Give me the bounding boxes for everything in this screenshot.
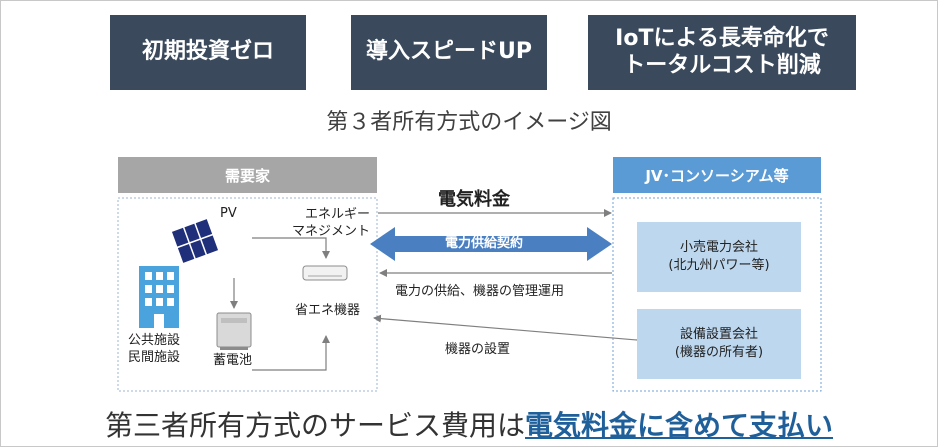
bottom-message: 第三者所有方式のサービス費用は電気料金に含めて支払い: [104, 409, 834, 442]
provider-boundary: [612, 197, 822, 392]
contract-arrow: [370, 227, 612, 261]
supply-label: 電力の供給、機器の管理運用: [395, 284, 565, 299]
consumer-header: 需要家: [118, 157, 377, 193]
efficient-equipment-label: 省エネ機器: [295, 303, 361, 318]
installer-box: 設備設置会社 (機器の所有者): [637, 309, 801, 379]
pv-label: PV: [220, 206, 237, 221]
solar-panel-icon: [170, 217, 220, 265]
bottom-highlight: 電気料金に含めて支払い: [525, 409, 834, 442]
building-icon: [139, 266, 179, 328]
energy-mgmt-label: エネルギー マネジメント: [291, 207, 370, 239]
badge-zero-investment: 初期投資ゼロ: [110, 15, 306, 90]
electricity-fee-label: 電気料金: [438, 189, 510, 210]
consumer-boundary: [117, 197, 378, 392]
battery-icon: [216, 312, 252, 350]
badge-speed-up: 導入スピードUP: [351, 15, 547, 90]
contract-label: 電力供給契約: [445, 236, 524, 251]
facility-label: 公共施設 民間施設: [128, 333, 181, 365]
install-arrow: [373, 314, 638, 341]
retailer-box: 小売電力会社 (北九州パワー等): [637, 222, 801, 292]
diagram-title: 第３者所有方式のイメージ図: [326, 110, 612, 135]
battery-label: 蓄電池: [213, 353, 253, 368]
battery-to-equipment-line: [252, 335, 330, 371]
air-conditioner-icon: [302, 265, 348, 281]
provider-header: JV･コンソーシアム等: [613, 157, 821, 193]
badge-total-cost: IoTによる長寿命化で トータルコスト削減: [588, 15, 856, 90]
install-label: 機器の設置: [445, 342, 511, 357]
energy-mgmt-line: [252, 237, 330, 259]
